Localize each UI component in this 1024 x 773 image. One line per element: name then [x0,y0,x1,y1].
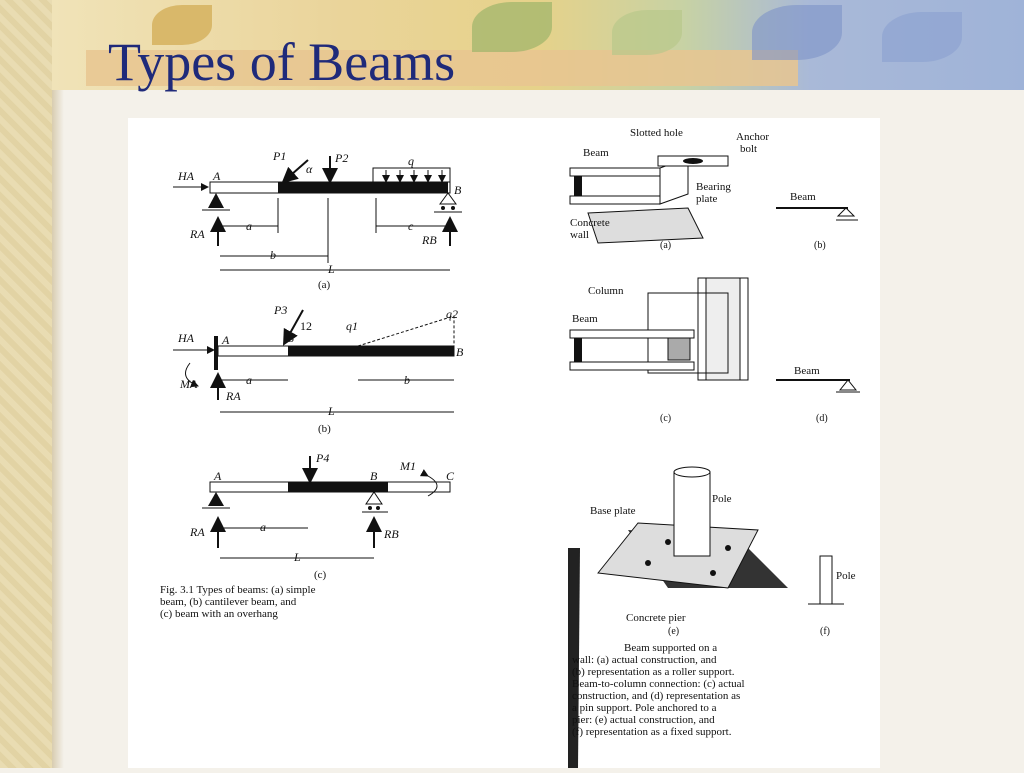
svg-text:bolt: bolt [740,143,757,155]
svg-text:Beam supported on a: Beam supported on a [624,642,717,654]
leaf-decoration [612,10,682,55]
svg-text:(d): (d) [816,413,828,424]
pin-support-representation: Beam (d) [776,365,860,424]
svg-text:Bearing: Bearing [696,181,731,193]
svg-text:(b): (b) [318,423,331,435]
svg-text:B: B [456,345,464,359]
svg-text:a: a [260,520,266,534]
svg-text:b: b [270,248,276,262]
svg-text:Pole: Pole [836,570,856,582]
banner-title-bar [86,50,798,86]
svg-text:P2: P2 [334,151,348,165]
left-decorative-strip [0,0,52,768]
svg-text:(c): (c) [314,569,327,581]
svg-text:(b): (b) [814,240,826,251]
svg-text:Beam: Beam [583,147,609,159]
svg-text:q1: q1 [346,319,358,333]
svg-text:beam, (b) cantilever beam, and: beam, (b) cantilever beam, and [160,596,297,608]
svg-text:wall: (a) actual construction,: wall: (a) actual construction, and [572,654,717,666]
svg-text:q2: q2 [446,307,458,321]
svg-text:b: b [404,373,410,387]
top-decorative-banner [52,0,1024,90]
svg-text:Beam-to-column connection: (c): Beam-to-column connection: (c) actual [572,678,745,690]
right-figure-caption: Beam supported on a wall: (a) actual con… [572,642,745,738]
svg-text:a: a [246,373,252,387]
svg-text:a: a [246,219,252,233]
roller-support-representation: Beam (b) [776,191,858,251]
svg-text:plate: plate [696,193,717,205]
svg-text:Slotted hole: Slotted hole [630,127,683,139]
svg-text:(f) representation as a fixed: (f) representation as a fixed support. [572,726,732,738]
svg-text:5: 5 [288,331,294,345]
slide-title: Types of Beams [108,32,456,92]
svg-text:Column: Column [588,285,624,297]
svg-text:(b) representation as a roller: (b) representation as a roller support. [572,666,735,678]
beam-on-wall-construction: Slotted hole Anchor bolt Beam Bearing pl… [569,127,769,251]
svg-text:construction, and (d) represen: construction, and (d) representation as [572,690,740,702]
svg-text:Beam: Beam [572,313,598,325]
cantilever-beam-diagram: HA A P3 12 5 q1 q2 B MA RA a b L (b) [173,303,464,435]
leaf-decoration [882,12,962,62]
leaf-decoration [752,5,842,60]
overhang-beam-diagram: A P4 B M1 C RA RB a L (c) [189,451,455,581]
svg-text:MA: MA [179,377,198,391]
svg-text:q: q [408,154,414,168]
svg-text:(a): (a) [318,279,331,291]
svg-text:RA: RA [189,227,205,241]
svg-text:(e): (e) [668,626,679,637]
svg-text:RB: RB [421,233,437,247]
svg-text:A: A [221,333,230,347]
svg-text:Pole: Pole [712,493,732,505]
svg-text:Anchor: Anchor [736,131,769,143]
svg-text:c: c [408,219,414,233]
beam-to-column-construction: Column Beam (c) [569,277,749,424]
svg-text:Concrete pier: Concrete pier [626,612,686,624]
svg-text:HA: HA [177,331,195,345]
svg-text:P4: P4 [315,451,329,465]
svg-text:(a): (a) [660,240,671,251]
figure-drawing: HA A P1 α P2 q B RA RB a b c L (a) HA A … [160,127,860,768]
svg-text:pier: (e) actual construction,: pier: (e) actual construction, and [572,714,715,726]
svg-text:Concrete: Concrete [570,217,610,229]
svg-text:A: A [212,169,221,183]
svg-text:RB: RB [383,527,399,541]
svg-text:a pin support. Pole anchored t: a pin support. Pole anchored to a [572,702,717,714]
svg-text:B: B [454,183,462,197]
pole-on-pier-construction: Pole Base plate Concrete pier (e) [568,466,788,768]
svg-text:Beam: Beam [794,365,820,377]
svg-text:12: 12 [300,319,312,333]
svg-text:α: α [306,162,313,176]
svg-text:(c): (c) [660,413,671,424]
svg-text:M1: M1 [399,459,416,473]
svg-text:P3: P3 [273,303,287,317]
svg-text:Fig. 3.1 Types of beams: (a): Fig. 3.1 Types of beams: (a) simple [160,584,316,596]
svg-text:(f): (f) [820,626,830,637]
svg-text:C: C [446,469,455,483]
svg-text:RA: RA [189,525,205,539]
svg-text:wall: wall [570,229,589,241]
svg-text:A: A [213,469,222,483]
leaf-decoration [152,5,212,45]
svg-text:L: L [293,550,301,564]
simple-beam-diagram: HA A P1 α P2 q B RA RB a b c L (a) [173,149,462,291]
fixed-support-representation: Pole (f) [808,555,856,637]
left-figure-caption: Fig. 3.1 Types of beams: (a) simple beam… [160,584,316,620]
svg-text:RA: RA [225,389,241,403]
svg-text:L: L [327,404,335,418]
leaf-decoration [472,2,552,52]
svg-text:Base plate: Base plate [590,505,636,517]
svg-text:P1: P1 [272,149,286,163]
svg-text:HA: HA [177,169,195,183]
left-strip-shadow [52,0,64,768]
svg-text:(c) beam with an overhang: (c) beam with an overhang [160,608,278,620]
svg-text:B: B [370,469,378,483]
scanned-figure: HA A P1 α P2 q B RA RB a b c L (a) HA A … [128,118,880,768]
svg-text:Beam: Beam [790,191,816,203]
svg-text:L: L [327,262,335,276]
